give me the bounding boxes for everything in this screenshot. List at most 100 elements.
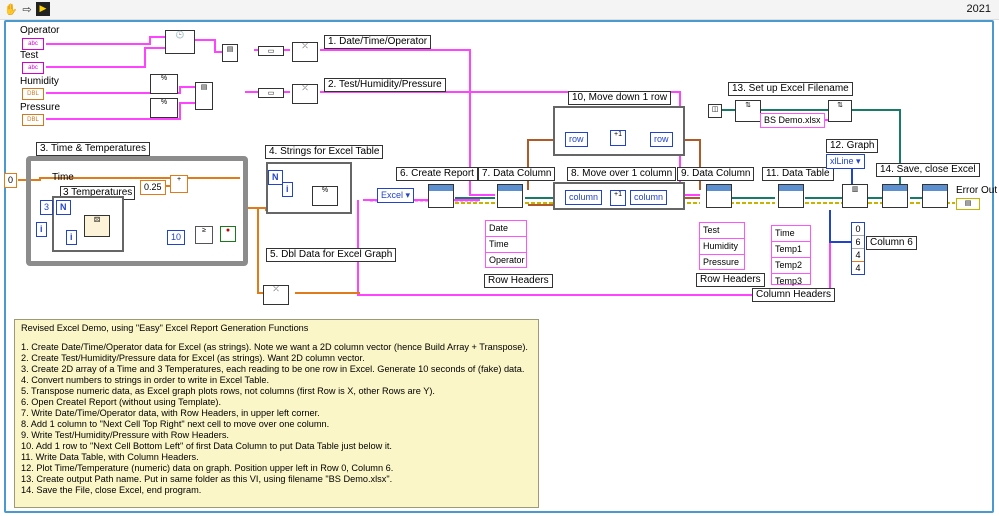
transpose-node-2[interactable]: ⤫ [292,84,318,104]
transpose-node-3[interactable]: ⤫ [263,285,289,305]
test-control[interactable]: abc [22,62,44,74]
transpose-node-1[interactable]: ⤫ [292,42,318,62]
column-header-temp2: Temp2 [772,258,810,274]
test-label: Test [20,50,39,61]
xlline-enum-constant[interactable]: xlLine ▾ [826,154,865,169]
time-label: Time [52,172,74,183]
pressure-control[interactable]: DBL [22,114,44,126]
step3-label: 3. Time & Temperatures [36,142,150,156]
graph-pos-3: 4 [855,263,861,273]
step7-label: 7. Data Column [478,167,556,181]
toolbar: ✋ ⇨ ▶ 2021 [0,0,999,20]
strip-path-node[interactable]: ⇅ [735,100,761,122]
step6-label: 6. Create Report [396,167,478,181]
comment-line: 9. Write Test/Humidity/Pressure with Row… [21,430,229,440]
i-terminal: i [36,222,47,237]
comment-line: 5. Transpose numeric data, as Excel grap… [21,386,435,396]
build-array-node-2[interactable]: ▤ [195,82,213,110]
build-array-node[interactable]: ▤ [222,44,238,62]
comment-title: Revised Excel Demo, using "Easy" Excel R… [21,323,309,333]
increment-row-node[interactable]: +1 [610,130,626,146]
run-arrow-icon[interactable]: ⇨ [22,2,32,16]
column-header-time: Time [772,226,810,242]
to-2d-node-2[interactable]: ▭ [258,88,284,98]
number-to-string-node[interactable]: % [312,186,338,206]
graph-pos-2: 4 [852,249,864,262]
column-constant-in: column [565,190,603,205]
step13-label: 13. Set up Excel Filename [728,82,853,96]
column-header-temp1: Temp1 [772,242,810,258]
comment-line: 7. Write Date/Time/Operator data, with R… [21,408,320,418]
comment-line: 4. Convert numbers to strings in order t… [21,375,270,385]
build-path-node[interactable]: ⇅ [828,100,852,122]
row-header-operator: Operator [489,255,525,265]
graph-pos-0: 0 [852,223,864,236]
row-constant-in: row [565,132,588,147]
step14-label: 14. Save, close Excel [876,163,980,177]
format-humidity-node[interactable]: % [150,74,178,94]
run-continuous-icon[interactable]: ▶ [36,2,50,16]
step4-label: 4. Strings for Excel Table [265,145,384,159]
step2-label: 2. Test/Humidity/Pressure [324,78,446,92]
comment-line: 14. Save the File, close Excel, end prog… [21,485,202,495]
current-vi-path-node[interactable]: ◫ [708,104,722,118]
comment-line: 13. Create output Path name. Put in same… [21,474,393,484]
graph-position-array: 0 6 4 4 [851,222,865,275]
step5-label: 5. Dbl Data for Excel Graph [266,248,397,262]
step1-label: 1. Date/Time/Operator [324,35,432,49]
excel-graph-node[interactable]: ▥ [842,184,868,208]
excel-enum-constant[interactable]: Excel ▾ [377,188,415,203]
append-table-node-1[interactable] [497,184,523,208]
append-table-node-2[interactable] [706,184,732,208]
count3-constant[interactable]: 3 [40,200,54,215]
date-time-node[interactable]: 🕒 [165,30,195,54]
create-report-node[interactable] [428,184,454,208]
append-table-node-3[interactable] [778,184,804,208]
while-loop [26,156,248,266]
comment-line: 11. Write Data Table, with Column Header… [21,452,199,462]
save-report-node[interactable] [882,184,908,208]
version-label: 2021 [966,3,991,15]
random-node[interactable]: ⚄ [84,215,110,237]
column6-label: Column 6 [866,236,917,250]
description-comment: Revised Excel Demo, using "Easy" Excel R… [14,319,539,508]
column-constant-out: column [630,190,668,205]
column-headers: Time Temp1 Temp2 Temp3 [771,225,811,286]
row-headers-label-1: Row Headers [484,274,553,288]
column-header-temp3: Temp3 [775,276,803,286]
row-headers-2: Test Humidity Pressure [699,222,745,270]
to-2d-node[interactable]: ▭ [258,46,284,56]
row-header-time: Time [486,237,526,253]
error-out-label: Error Out [956,185,998,196]
add-node[interactable]: + [170,175,188,193]
delay-constant[interactable]: 0.25 [140,180,166,195]
stop-terminal[interactable]: ● [220,226,236,242]
hand-tool-icon[interactable]: ✋ [4,2,18,16]
row-header-test: Test [700,223,744,239]
row-header-pressure: Pressure [703,257,740,267]
compare-node[interactable]: ≥ [195,226,213,244]
row-constant-out: row [650,132,673,147]
increment-column-node[interactable]: +1 [610,190,626,206]
close-report-node[interactable] [922,184,948,208]
n-terminal-2: N [268,170,283,185]
format-pressure-node[interactable]: % [150,98,178,118]
row-headers-label-2: Row Headers [696,273,765,287]
column-headers-label: Column Headers [752,288,836,302]
i-terminal-2: i [282,182,293,197]
block-diagram-frame [4,20,994,513]
operator-control[interactable]: abc [22,38,44,50]
filename-constant[interactable]: BS Demo.xlsx [760,113,825,128]
pressure-label: Pressure [20,102,61,113]
graph-pos-1: 6 [852,236,864,249]
i-terminal-inner: i [66,230,77,245]
comment-line: 1. Create Date/Time/Operator data for Ex… [21,342,528,352]
error-out-indicator[interactable]: ▤ [956,198,980,210]
n-terminal: N [56,200,71,215]
count10-constant[interactable]: 10 [167,230,186,245]
operator-label: Operator [20,25,60,36]
initial-value-constant[interactable]: 0 [4,173,18,188]
humidity-label: Humidity [20,76,59,87]
humidity-control[interactable]: DBL [22,88,44,100]
move-down-frame [553,106,685,156]
